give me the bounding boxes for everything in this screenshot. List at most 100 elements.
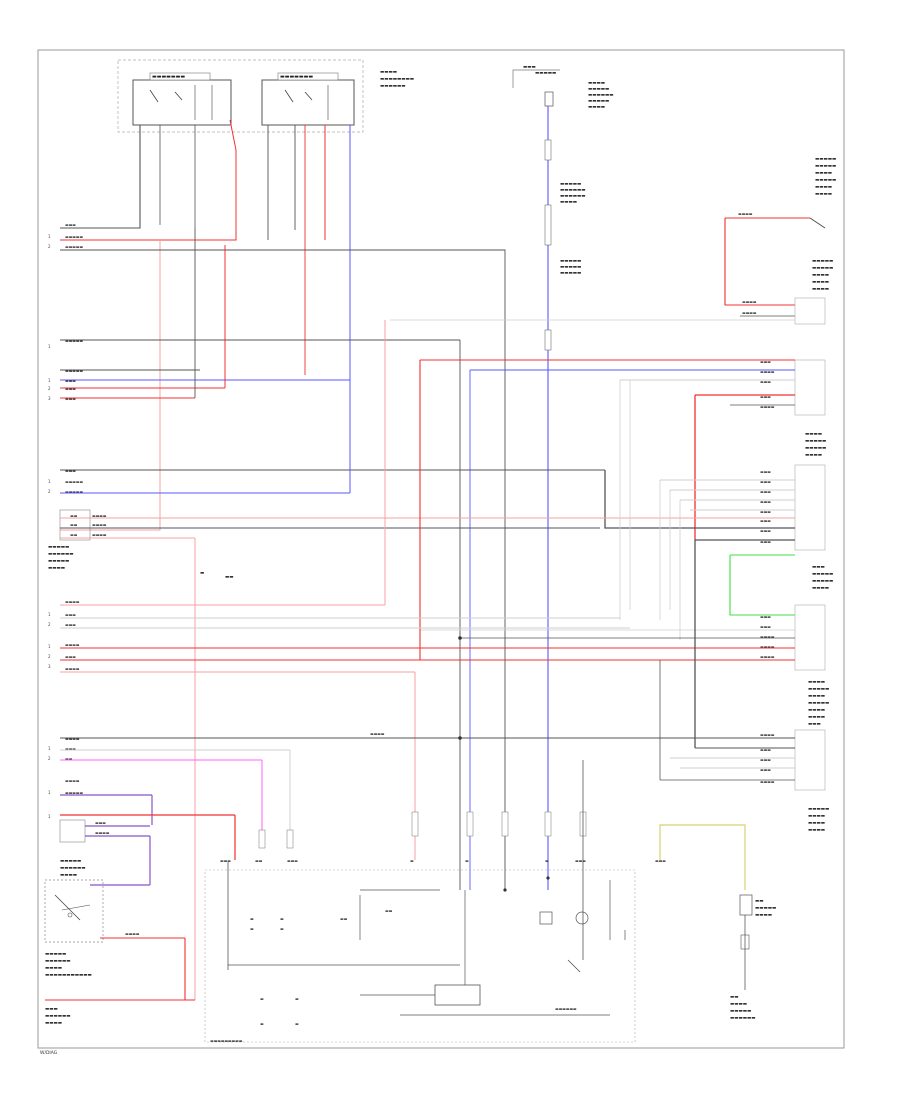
svg-text:1: 1 — [48, 479, 51, 484]
svg-text:1: 1 — [48, 644, 51, 649]
svg-text:▬▬▬: ▬▬▬ — [655, 858, 666, 863]
svg-text:▬▬▬▬▬: ▬▬▬▬▬ — [65, 479, 83, 484]
svg-text:▬▬▬: ▬▬▬ — [760, 539, 771, 544]
svg-text:▬▬: ▬▬ — [70, 513, 78, 518]
svg-text:▬▬▬▬: ▬▬▬▬ — [48, 566, 65, 571]
svg-text:▬▬▬: ▬▬▬ — [45, 1007, 58, 1012]
svg-text:▬▬▬▬: ▬▬▬▬ — [45, 966, 62, 971]
right-connector-green: ▬▬▬ ▬▬▬▬▬ ▬▬▬▬▬ ▬▬▬▬ ▬▬▬ ▬▬▬ ▬▬▬▬ ▬▬▬▬ ▬… — [60, 360, 833, 671]
svg-text:▬▬▬▬: ▬▬▬▬ — [808, 715, 825, 720]
svg-text:1: 1 — [48, 814, 51, 819]
svg-text:▬▬▬▬▬: ▬▬▬▬▬ — [60, 859, 81, 864]
svg-text:▬▬▬▬▬: ▬▬▬▬▬ — [48, 559, 69, 564]
svg-text:▬▬▬▬▬: ▬▬▬▬▬ — [812, 579, 833, 584]
svg-text:▬▬▬▬: ▬▬▬▬ — [760, 634, 775, 639]
svg-text:▬: ▬ — [260, 1021, 264, 1026]
right-connector-top: ▬▬▬▬▬ ▬▬▬▬▬ ▬▬▬▬ ▬▬▬▬▬ ▬▬▬▬ ▬▬▬▬ ▬▬▬▬▬ ▬… — [724, 157, 836, 325]
svg-text:▬▬▬: ▬▬▬ — [65, 468, 76, 473]
svg-text:▬▬▬▬: ▬▬▬▬ — [370, 731, 385, 736]
svg-text:▬▬▬▬▬: ▬▬▬▬▬ — [65, 368, 83, 373]
svg-text:▬: ▬ — [295, 996, 299, 1001]
svg-text:▬▬▬▬: ▬▬▬▬ — [760, 654, 775, 659]
svg-text:▬▬▬▬▬: ▬▬▬▬▬ — [560, 265, 581, 270]
svg-text:▬▬▬▬▬: ▬▬▬▬▬ — [812, 266, 833, 271]
svg-text:▬: ▬ — [200, 571, 204, 576]
bottom-left-wires: ▬▬▬▬ ▬▬▬ ▬▬ 1 2 ▬▬▬▬ ▬▬▬▬▬ 1 1 ▬▬▬ ▬▬▬▬ … — [48, 736, 291, 886]
svg-text:▬▬▬▬: ▬▬▬▬ — [738, 211, 753, 216]
svg-text:▬▬▬▬: ▬▬▬▬ — [95, 830, 110, 835]
svg-text:▬▬▬: ▬▬▬ — [760, 624, 771, 629]
light-gray-verticals — [390, 319, 795, 640]
svg-text:▬▬▬▬▬: ▬▬▬▬▬ — [588, 99, 609, 104]
svg-text:▬▬▬: ▬▬▬ — [760, 509, 771, 514]
svg-text:▬▬▬▬: ▬▬▬▬ — [808, 694, 825, 699]
svg-text:▬▬: ▬▬ — [340, 916, 348, 921]
svg-text:▬▬▬▬: ▬▬▬▬ — [812, 280, 829, 285]
svg-text:▬▬▬: ▬▬▬ — [575, 858, 586, 863]
svg-text:▬▬▬▬▬: ▬▬▬▬▬ — [812, 259, 833, 264]
svg-text:▬▬▬: ▬▬▬ — [760, 469, 771, 474]
svg-text:▬▬▬▬▬▬▬▬▬: ▬▬▬▬▬▬▬▬▬ — [210, 1038, 243, 1043]
svg-text:▬▬▬▬▬: ▬▬▬▬▬ — [812, 572, 833, 577]
svg-text:2: 2 — [48, 654, 51, 659]
svg-text:1: 1 — [48, 234, 51, 239]
svg-text:2: 2 — [48, 244, 51, 249]
svg-text:▬▬▬▬▬: ▬▬▬▬▬ — [65, 244, 83, 249]
svg-text:▬▬▬: ▬▬▬ — [95, 820, 106, 825]
svg-text:▬▬▬▬: ▬▬▬▬ — [588, 105, 605, 110]
svg-text:▬▬▬: ▬▬▬ — [760, 757, 771, 762]
svg-text:▬▬▬▬: ▬▬▬▬ — [742, 310, 757, 315]
svg-text:▬▬▬▬▬: ▬▬▬▬▬ — [808, 807, 829, 812]
wire-top-gray — [60, 249, 506, 890]
svg-text:2: 2 — [48, 489, 51, 494]
diagram-frame — [37, 49, 845, 1049]
svg-text:▬▬▬▬▬: ▬▬▬▬▬ — [815, 178, 836, 183]
svg-text:▬▬▬▬▬: ▬▬▬▬▬ — [560, 182, 581, 187]
svg-text:▬▬▬▬: ▬▬▬▬ — [60, 873, 77, 878]
svg-text:▬▬▬▬▬: ▬▬▬▬▬ — [755, 906, 776, 911]
svg-text:▬▬▬▬: ▬▬▬▬ — [730, 1002, 747, 1007]
svg-text:▬▬▬: ▬▬▬ — [760, 528, 771, 533]
center-blue-wire: ▬▬▬▬▬ ▬▬▬▬▬▬ ▬▬▬▬▬▬ ▬▬▬▬ ▬▬▬▬▬ ▬▬▬▬▬ ▬▬▬… — [544, 106, 586, 890]
svg-text:▬: ▬ — [280, 926, 284, 931]
svg-text:▬▬▬▬: ▬▬▬▬ — [742, 299, 757, 304]
svg-text:2: 2 — [48, 756, 51, 761]
svg-text:▬: ▬ — [250, 916, 254, 921]
svg-text:▬▬: ▬▬ — [225, 575, 234, 580]
svg-text:▬▬▬▬: ▬▬▬▬ — [812, 586, 829, 591]
svg-text:▬▬▬: ▬▬▬ — [808, 722, 821, 727]
svg-text:▬▬▬: ▬▬▬ — [760, 379, 771, 384]
svg-text:▬▬▬▬: ▬▬▬▬ — [760, 779, 775, 784]
svg-text:▬▬▬▬: ▬▬▬▬ — [65, 736, 80, 741]
svg-text:▬▬▬▬▬: ▬▬▬▬▬ — [808, 701, 829, 706]
svg-text:▬▬▬▬▬▬: ▬▬▬▬▬▬ — [588, 93, 614, 98]
left-mid-labels: ▬▬▬ ▬▬▬▬▬ ▬▬▬▬▬ 1 2 ▬▬ ▬▬ ▬▬ ▬▬▬▬ ▬▬▬▬ ▬… — [48, 380, 795, 1000]
svg-text:▬: ▬ — [410, 858, 414, 863]
svg-text:▬▬▬▬: ▬▬▬▬ — [65, 642, 80, 647]
svg-text:▬▬▬▬▬▬: ▬▬▬▬▬▬ — [560, 188, 586, 193]
svg-text:▬▬▬▬: ▬▬▬▬ — [808, 821, 825, 826]
svg-text:▬▬▬▬: ▬▬▬▬ — [812, 287, 829, 292]
switch-component-left: ▬▬▬▬▬▬▬ — [132, 72, 232, 126]
bottom-center-module: ▬ ▬ ▬ ▬ ▬▬ ▬▬ ▬ ▬ ▬ ▬ ▬▬▬▬▬▬ ▬▬▬▬▬▬▬▬▬ — [204, 862, 636, 1043]
svg-text:▬▬▬▬: ▬▬▬▬ — [760, 404, 775, 409]
svg-text:▬▬▬▬: ▬▬▬▬ — [65, 599, 80, 604]
svg-text:▬▬: ▬▬ — [70, 522, 78, 527]
fuse-block-top: ▬▬▬ ▬▬▬▬▬ ▬▬▬▬ ▬▬▬▬▬ ▬▬▬▬▬▬ ▬▬▬▬▬ ▬▬▬▬ — [512, 65, 614, 110]
svg-text:▬▬▬: ▬▬▬ — [760, 767, 771, 772]
inline-connectors: ▬▬▬ ▬▬ ▬▬▬ ▬ ▬ ▬ ▬▬▬ ▬▬▬ — [220, 760, 666, 960]
svg-text:▬▬: ▬▬ — [755, 899, 764, 904]
svg-text:1: 1 — [48, 790, 51, 795]
svg-text:▬▬▬▬: ▬▬▬▬ — [808, 814, 825, 819]
svg-text:▬▬▬: ▬▬▬ — [523, 65, 536, 70]
svg-text:▬▬▬: ▬▬▬ — [760, 518, 771, 523]
svg-text:▬▬▬▬: ▬▬▬▬ — [125, 931, 140, 936]
svg-text:▬▬▬▬▬▬: ▬▬▬▬▬▬ — [45, 959, 71, 964]
left-wire-labels: ▬▬▬ ▬▬▬▬▬ ▬▬▬▬▬ 1 2 ▬▬▬▬▬ 1 ▬▬▬▬▬ ▬▬▬ ▬▬… — [48, 222, 83, 401]
svg-text:▬▬▬▬▬▬▬: ▬▬▬▬▬▬▬ — [280, 74, 313, 80]
svg-text:▬▬▬: ▬▬▬ — [287, 858, 298, 863]
svg-text:▬▬▬▬: ▬▬▬▬ — [808, 708, 825, 713]
svg-text:2: 2 — [48, 622, 51, 627]
svg-text:▬▬▬▬▬▬: ▬▬▬▬▬▬ — [380, 84, 406, 89]
